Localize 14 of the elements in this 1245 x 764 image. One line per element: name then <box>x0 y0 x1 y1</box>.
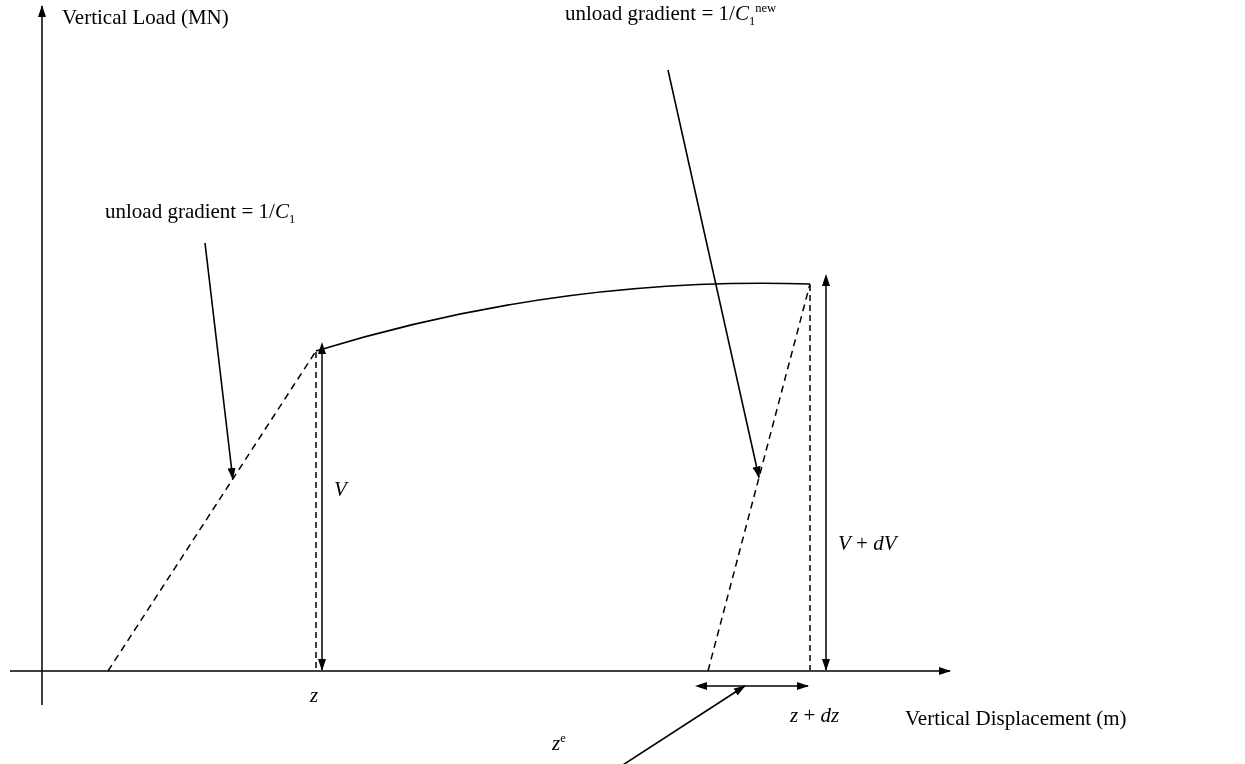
annotation-text: unload gradient = 1/C$_{1}$ <box>105 200 296 228</box>
annotation-text: z$^{e}$ <box>552 732 566 756</box>
dimension-label: z <box>310 684 319 708</box>
dimension-arrow <box>695 682 809 690</box>
dimension-label: z + dz <box>790 704 840 728</box>
leader-arrow <box>204 242 236 480</box>
leader-arrow <box>667 69 761 479</box>
axis-title: Vertical Displacement (m) <box>905 707 1127 731</box>
dashed-unload-line <box>707 283 811 672</box>
dimension-label: V + dV <box>838 532 897 556</box>
axis-title: Vertical Load (MN) <box>62 6 229 30</box>
dimension-label: V <box>334 478 347 502</box>
dashed-unload-line <box>107 350 317 672</box>
load-curve <box>315 282 811 352</box>
